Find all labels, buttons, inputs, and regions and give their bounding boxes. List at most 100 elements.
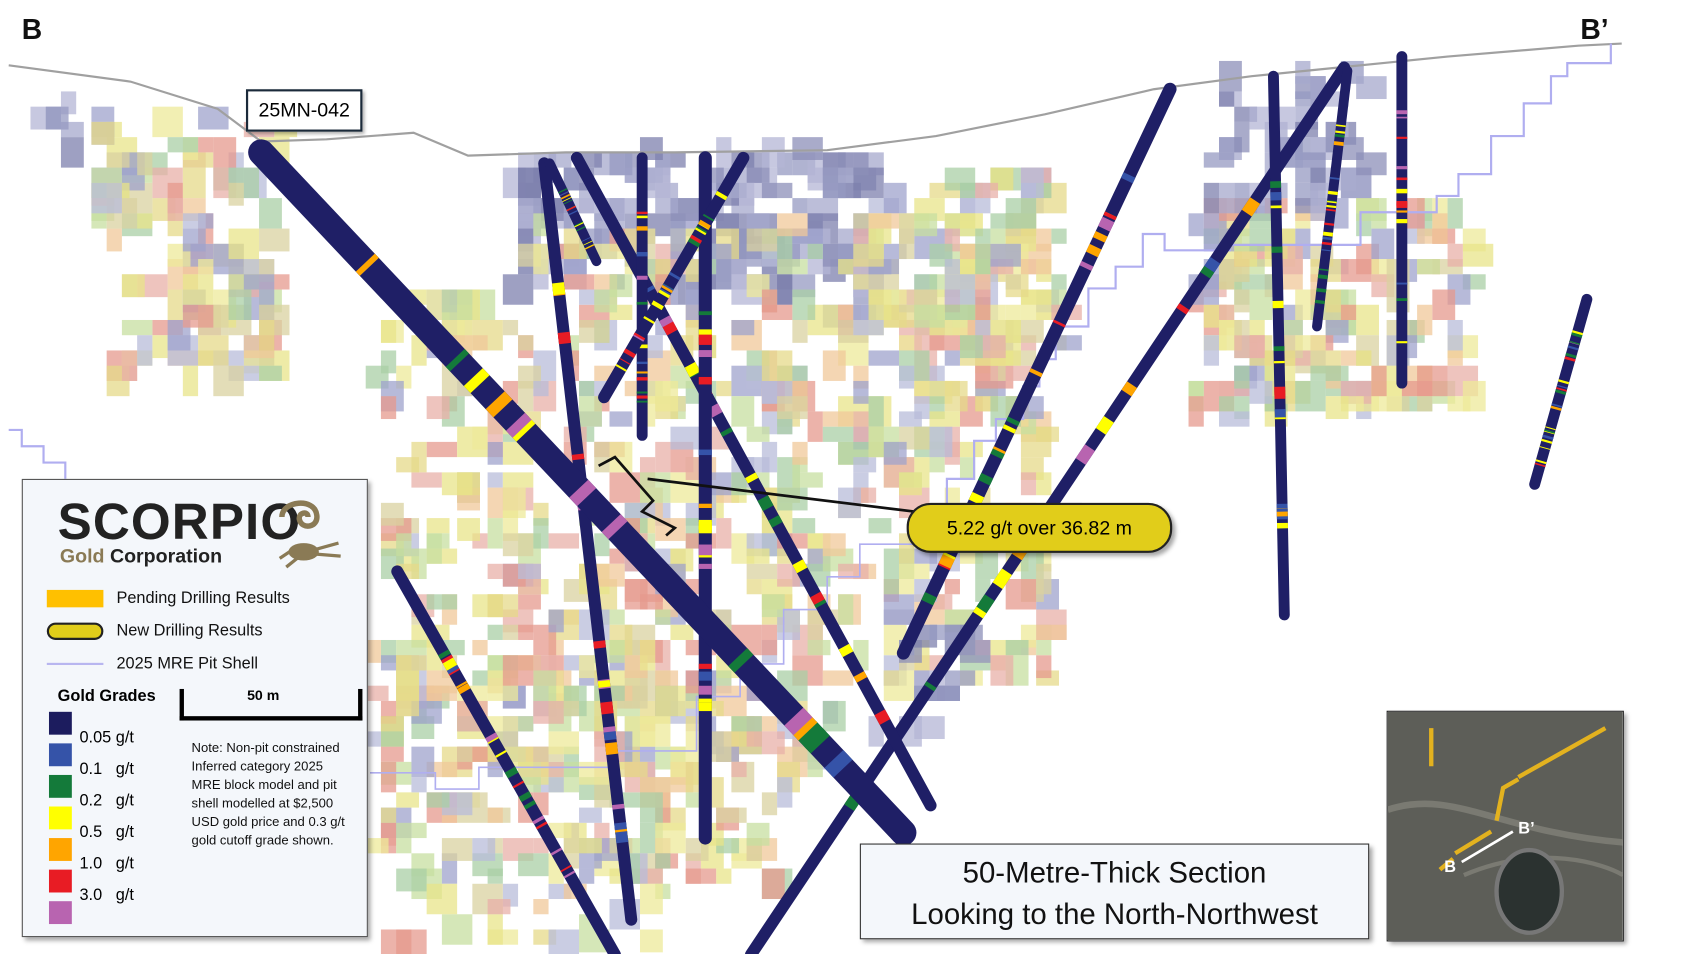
model-block xyxy=(152,335,168,359)
model-block xyxy=(944,670,976,686)
model-block xyxy=(792,289,816,320)
assay-interval xyxy=(1103,211,1117,221)
model-block xyxy=(1447,243,1463,267)
model-block xyxy=(1249,335,1265,359)
legend-item-pending: Pending Drilling Results xyxy=(46,589,290,607)
model-block xyxy=(579,396,602,427)
model-block xyxy=(761,624,778,656)
model-block xyxy=(1340,304,1357,320)
model-block xyxy=(685,259,701,282)
assay-interval xyxy=(1241,197,1261,217)
assay-interval xyxy=(463,368,490,394)
assay-interval xyxy=(792,559,808,574)
assay-interval xyxy=(495,749,507,758)
model-block xyxy=(670,228,686,260)
model-block xyxy=(883,670,900,686)
model-block xyxy=(792,198,808,214)
model-block xyxy=(1219,182,1235,214)
model-block xyxy=(380,716,404,732)
assay-interval xyxy=(569,479,597,507)
model-block xyxy=(822,670,854,686)
assay-interval xyxy=(485,391,513,418)
model-block xyxy=(426,441,458,458)
model-note: Note: Non-pit constrained Inferred categ… xyxy=(191,740,345,848)
model-block xyxy=(853,457,877,473)
model-block xyxy=(167,137,199,153)
model-block xyxy=(1447,319,1463,351)
inset-end-label: B’ xyxy=(1518,820,1534,838)
model-block xyxy=(1310,182,1334,199)
pending-swatch-icon xyxy=(46,589,104,607)
model-block xyxy=(1005,274,1029,298)
model-block xyxy=(1051,274,1067,290)
assay-interval xyxy=(535,821,548,830)
model-block xyxy=(121,319,153,336)
model-block xyxy=(685,761,701,793)
model-block xyxy=(472,639,488,656)
model-block xyxy=(792,137,823,160)
model-block xyxy=(944,259,960,275)
model-block xyxy=(1356,304,1380,336)
model-block xyxy=(807,243,823,260)
assay-interval xyxy=(441,654,454,664)
model-block xyxy=(1462,243,1494,267)
assay-interval xyxy=(576,226,586,232)
model-block xyxy=(1417,304,1433,336)
topography-line xyxy=(8,42,1622,157)
assay-interval xyxy=(938,554,955,569)
assay-interval xyxy=(745,472,759,484)
model-block xyxy=(1234,121,1250,153)
assay-interval xyxy=(1121,381,1138,397)
model-block xyxy=(45,106,69,130)
model-block xyxy=(137,213,153,229)
assay-interval xyxy=(1120,172,1136,184)
model-block xyxy=(777,777,793,808)
model-block xyxy=(1005,639,1029,656)
model-block xyxy=(746,579,762,595)
model-block xyxy=(914,380,945,397)
model-block xyxy=(91,106,115,122)
assay-interval xyxy=(518,791,532,803)
assay-interval xyxy=(810,591,826,607)
model-block xyxy=(731,319,755,336)
model-block xyxy=(1249,380,1273,404)
model-block xyxy=(579,807,602,823)
model-block xyxy=(746,548,770,564)
assay-interval xyxy=(696,225,708,234)
grade-label: 0.2 g/t xyxy=(79,791,134,810)
model-block xyxy=(639,883,663,915)
model-block xyxy=(1249,289,1273,320)
grade-swatch-icon xyxy=(48,711,72,735)
model-block xyxy=(396,639,427,656)
model-block xyxy=(152,106,183,138)
model-block xyxy=(426,883,458,915)
model-block xyxy=(655,670,679,686)
grade-label: 0.5 g/t xyxy=(79,822,134,842)
model-block xyxy=(685,457,701,480)
assay-interval xyxy=(702,213,715,222)
model-block xyxy=(198,259,214,275)
assay-interval xyxy=(684,361,701,378)
model-block xyxy=(1203,335,1220,366)
model-block xyxy=(518,624,534,640)
model-block xyxy=(685,319,701,351)
model-block xyxy=(959,639,991,663)
model-block xyxy=(639,716,671,747)
model-block xyxy=(822,700,846,732)
scale-bar xyxy=(179,688,363,721)
model-block xyxy=(441,289,473,320)
model-block xyxy=(1234,182,1250,199)
model-block xyxy=(716,213,747,229)
model-block xyxy=(487,472,503,488)
model-block xyxy=(990,304,1006,336)
scorpion-logo-icon xyxy=(278,500,341,569)
model-block xyxy=(426,533,450,549)
model-block xyxy=(487,594,519,618)
model-block xyxy=(548,761,564,778)
model-block xyxy=(975,548,999,580)
model-block xyxy=(944,304,976,320)
section-end-label: B’ xyxy=(1580,13,1609,46)
model-block xyxy=(487,441,503,465)
assay-interval xyxy=(485,732,499,743)
model-block xyxy=(1203,152,1235,168)
